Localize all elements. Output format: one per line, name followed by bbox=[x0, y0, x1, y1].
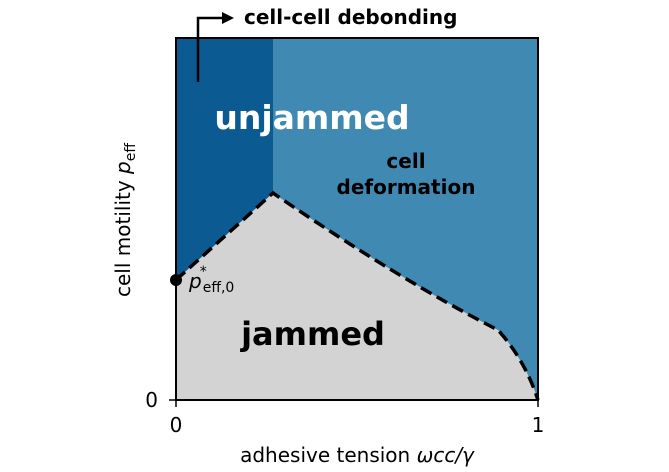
jammed-label: jammed bbox=[239, 315, 385, 353]
x-axis-label: adhesive tension ωcc/γ bbox=[240, 443, 475, 467]
cell-deformation-label-line1: cell bbox=[386, 149, 425, 173]
x-tick-label-0: 0 bbox=[170, 413, 183, 437]
y-axis-label: cell motility peff bbox=[111, 143, 139, 297]
cell-deformation-label-line2: deformation bbox=[337, 175, 476, 199]
bent-arrow-icon bbox=[196, 12, 234, 82]
jammed-region bbox=[176, 193, 538, 400]
debonding-annotation: cell-cell debonding bbox=[244, 5, 457, 29]
x-tick-label-1: 1 bbox=[532, 413, 545, 437]
critical-point-marker bbox=[170, 274, 182, 286]
y-tick-label-0: 0 bbox=[145, 388, 158, 412]
critical-point-label: p*eff,0 bbox=[188, 264, 234, 296]
unjammed-label: unjammed bbox=[214, 98, 409, 137]
phase-boundary-line bbox=[174, 190, 540, 401]
plot-frame bbox=[175, 37, 539, 401]
